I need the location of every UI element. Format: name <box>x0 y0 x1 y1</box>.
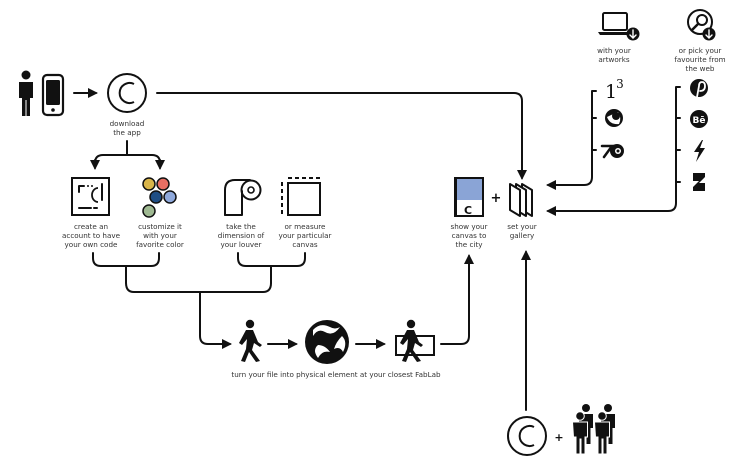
svg-text:Bē: Bē <box>693 116 706 126</box>
account-code-icon <box>71 177 110 216</box>
app-logo-bottom-icon <box>507 416 547 456</box>
pinterest-icon <box>690 79 708 98</box>
community-people-icon <box>571 404 615 455</box>
cinema4d-icon <box>605 109 623 127</box>
plus-sign-bottom: + <box>554 431 563 444</box>
city-canvas-icon: C <box>454 177 484 217</box>
laptop-download-icon <box>598 12 640 41</box>
color-palette-icon <box>142 177 177 218</box>
louver-roll-icon <box>224 179 262 216</box>
bracket-web-sources <box>546 86 681 216</box>
walking-person-icon <box>239 319 262 362</box>
svg-text:C: C <box>464 204 472 217</box>
deviantart-icon <box>693 173 705 191</box>
person-icon <box>19 70 33 116</box>
connector-app-to-gallery <box>156 92 527 180</box>
bracket-artworks-tools <box>546 90 597 190</box>
plus-sign: + <box>491 191 502 206</box>
label-fablab: turn your file into physical element at … <box>231 370 441 379</box>
bracket-join <box>125 282 272 344</box>
svg-text:1: 1 <box>605 81 617 103</box>
p3-icon: 1 3 <box>605 77 624 103</box>
measure-canvas-icon <box>281 177 321 216</box>
person-carrying-canvas-icon <box>395 319 435 362</box>
app-logo-icon <box>107 73 147 113</box>
gallery-frames-icon <box>509 183 533 217</box>
connector-app-branch <box>94 140 161 164</box>
bracket-left <box>92 252 160 284</box>
web-search-download-icon <box>687 9 716 41</box>
behance-icon: Bē <box>690 110 708 128</box>
fablab-logo-icon <box>305 320 349 364</box>
smartphone-icon <box>41 73 65 117</box>
svg-text:3: 3 <box>616 77 624 91</box>
blender-icon <box>600 144 624 159</box>
bracket-right <box>237 252 306 284</box>
lightning-icon <box>694 140 705 162</box>
connector-to-show-canvas <box>440 254 474 345</box>
